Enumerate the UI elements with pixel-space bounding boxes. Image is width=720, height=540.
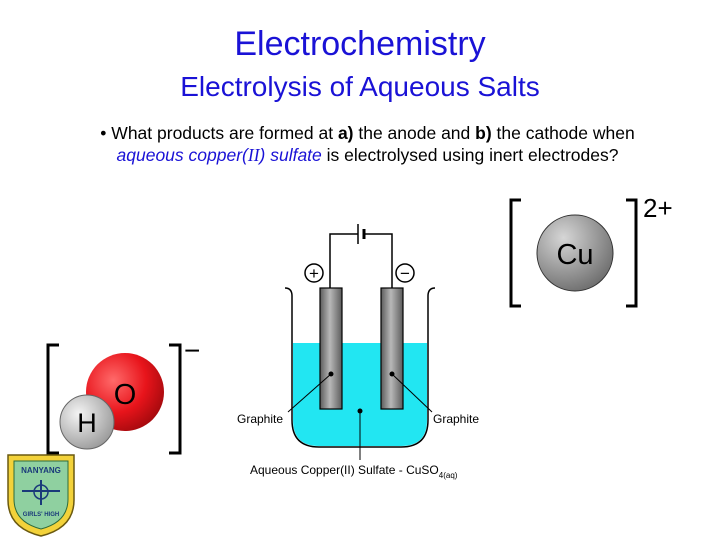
right-electrode-label: Graphite [433, 412, 479, 426]
svg-text:O: O [114, 379, 137, 411]
label-a: a) [337, 123, 354, 143]
solution-label: Aqueous Copper(II) Sulfate - CuSO4(aq) [250, 463, 458, 480]
hydrogen-atom [59, 394, 115, 450]
wire [329, 233, 393, 288]
question-text: • What products are formed at a) the ano… [100, 123, 635, 165]
svg-text:Cu: Cu [556, 239, 593, 271]
svg-text:NANYANG: NANYANG [21, 466, 61, 475]
highlight-solution: aqueous copper(II) sulfate [116, 145, 322, 165]
copper-atom [536, 214, 614, 292]
slide-subtitle: Electrolysis of Aqueous Salts [180, 71, 540, 102]
positive-terminal [304, 263, 324, 283]
copper-charge: 2+ [643, 193, 673, 223]
cathode-electrode [380, 287, 404, 410]
school-logo: NANYANG GIRLS' HIGH [7, 454, 75, 537]
svg-text:+: + [309, 264, 319, 283]
label-b: b) [475, 123, 492, 143]
svg-text:H: H [77, 408, 97, 438]
bullet: • [100, 123, 107, 143]
hydroxide-charge: − [184, 335, 200, 366]
svg-text:GIRLS' HIGH: GIRLS' HIGH [23, 512, 59, 518]
negative-terminal [395, 263, 415, 283]
slide-title: Electrochemistry [234, 25, 486, 63]
electrolysis-cell: + − Graphite Graphite Aqueous Copper(II)… [237, 224, 479, 480]
hydroxide-ion: O H − [46, 335, 200, 455]
anode-electrode [319, 287, 343, 410]
copper-ion: Cu 2+ [509, 193, 673, 308]
left-electrode-label: Graphite [237, 412, 283, 426]
svg-text:−: − [400, 264, 410, 283]
